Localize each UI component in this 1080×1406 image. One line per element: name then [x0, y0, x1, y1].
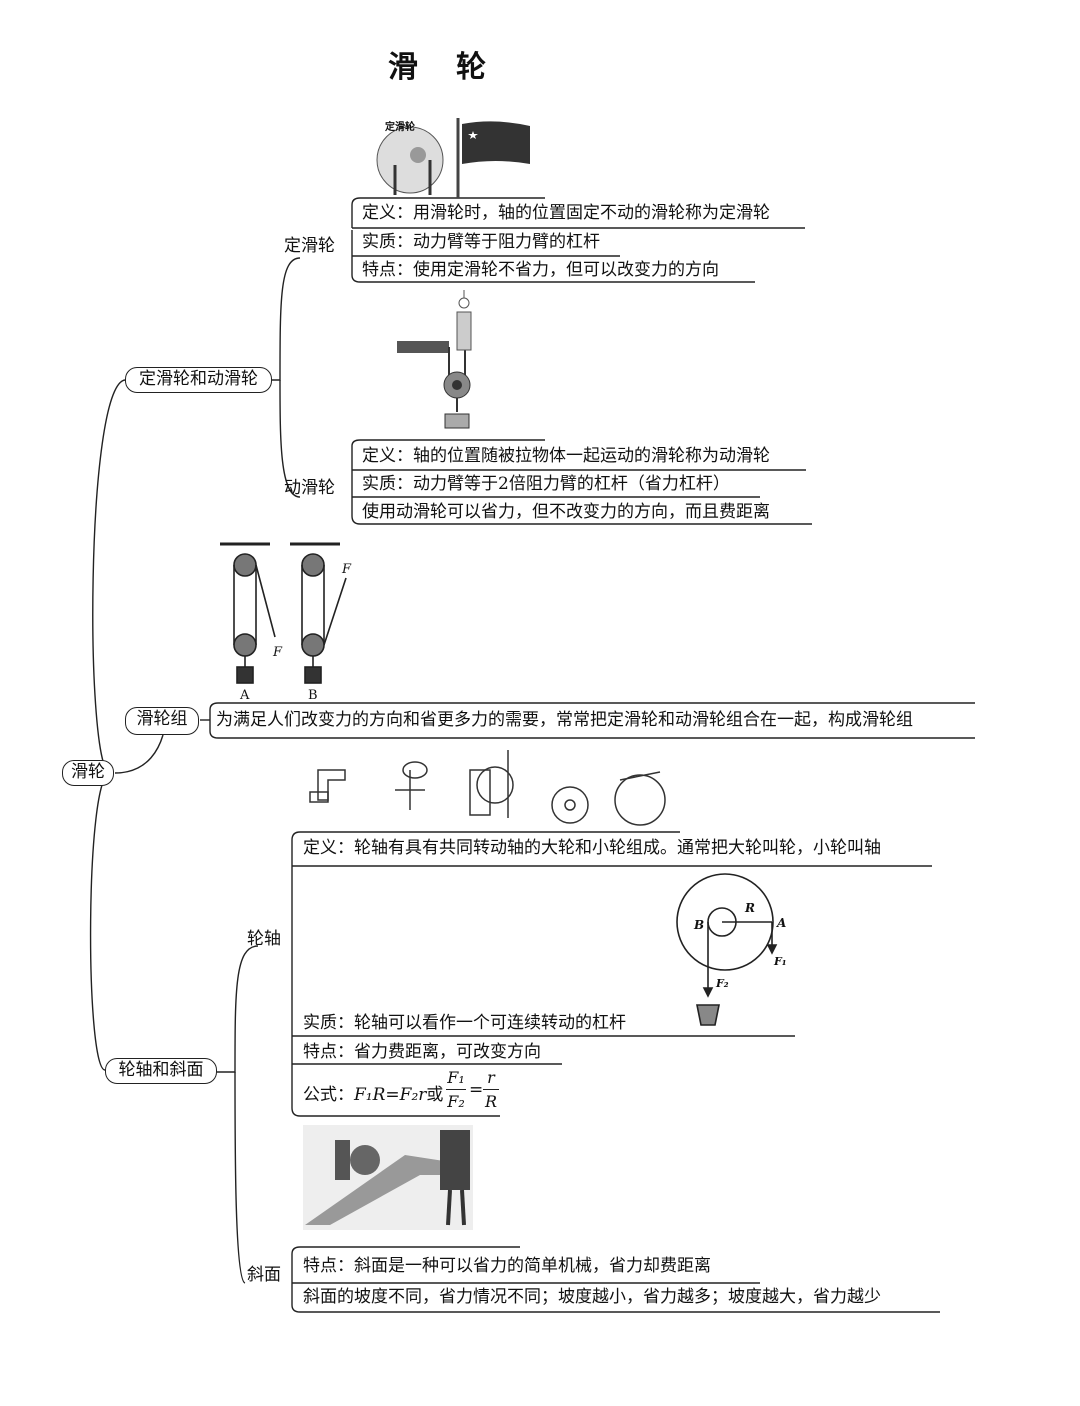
wheel-incline-label: 轮轴和斜面: [118, 1060, 204, 1080]
fixed-pulley-image-caption: 定滑轮: [385, 122, 415, 133]
page-title: 滑 轮: [388, 50, 490, 85]
wheel-axle-label: 轮轴: [247, 929, 281, 949]
wheel-axle-essence: 实质：轮轴可以看作一个可连续转动的杠杆: [303, 1013, 626, 1033]
incline-slope: 斜面的坡度不同，省力情况不同；坡度越小，省力越多；坡度越大，省力越少: [303, 1287, 881, 1307]
wheel-axle-definition: 定义：轮轴有具有共同转动轴的大轮和小轮组成。通常把大轮叫轮，小轮叫轴: [303, 838, 881, 858]
formula-equals: =: [469, 1080, 484, 1100]
root-label: 滑轮: [71, 762, 105, 782]
formula-frac2-bar: [483, 1089, 499, 1090]
fixed-pulley-essence: 实质：动力臂等于阻力臂的杠杆: [362, 232, 600, 252]
formula-prefix: 公式：: [303, 1085, 354, 1105]
pulley-group-node: 滑轮组: [125, 707, 199, 735]
fixed-pulley-flag-illustration: [376, 118, 530, 198]
incline-feature: 特点：斜面是一种可以省力的简单机械，省力却费距离: [303, 1256, 711, 1276]
pulley-group-description: 为满足人们改变力的方向和省更多力的需要，常常把定滑轮和动滑轮组合在一起，构成滑轮…: [216, 710, 913, 730]
pulley-system-illustration: [220, 542, 347, 684]
wheel-incline-node: 轮轴和斜面: [105, 1058, 217, 1084]
fixed-pulley-label: 定滑轮: [284, 236, 335, 256]
wheel-axle-formula: 公式：F₁R=F₂r或: [303, 1080, 443, 1105]
fixed-pulley-definition: 定义：用滑轮时，轴的位置固定不动的滑轮称为定滑轮: [362, 203, 770, 223]
wheel-axle-examples-illustration: [309, 750, 666, 826]
wheel-diagram-label-b: B: [694, 918, 705, 932]
pulley-force-b-label: F: [342, 562, 352, 577]
fixed-movable-node: 定滑轮和动滑轮: [125, 367, 272, 393]
wheel-diagram-label-f2: F₂: [716, 977, 729, 990]
wheel-axle-diagram: [676, 873, 778, 1026]
pulley-fig-b-label: B: [308, 688, 318, 703]
formula-frac-top: F₁: [447, 1068, 465, 1087]
formula-or: 或: [426, 1085, 444, 1105]
formula-frac-bar: [446, 1089, 466, 1090]
formula-frac2-top: r: [487, 1068, 495, 1087]
incline-label: 斜面: [247, 1265, 281, 1285]
wheel-diagram-label-f1: F₁: [774, 955, 787, 968]
formula-frac-bottom: F₂: [447, 1092, 465, 1111]
movable-pulley-definition: 定义：轴的位置随被拉物体一起运动的滑轮称为动滑轮: [362, 446, 770, 466]
pulley-fig-a-label: A: [240, 688, 250, 703]
movable-pulley-illustration: [397, 290, 472, 429]
pulley-group-label: 滑轮组: [136, 709, 188, 729]
movable-pulley-feature: 使用动滑轮可以省力，但不改变力的方向，而且费距离: [362, 502, 770, 522]
wheel-diagram-label-a: A: [777, 916, 787, 930]
fixed-movable-label: 定滑轮和动滑轮: [139, 369, 258, 389]
movable-pulley-essence: 实质：动力臂等于2倍阻力臂的杠杆（省力杠杆）: [362, 474, 730, 494]
root-node: 滑轮: [62, 760, 114, 786]
formula-main: F₁R=F₂r: [354, 1085, 427, 1105]
wheel-axle-feature: 特点：省力费距离，可改变方向: [303, 1042, 541, 1062]
incline-photo-illustration: [303, 1125, 473, 1230]
pulley-force-a-label: F: [273, 645, 283, 660]
wheel-diagram-label-r: R: [745, 901, 755, 915]
fixed-pulley-feature: 特点：使用定滑轮不省力，但可以改变力的方向: [362, 260, 719, 280]
movable-pulley-label: 动滑轮: [284, 478, 335, 498]
formula-frac2-bottom: R: [484, 1092, 498, 1111]
